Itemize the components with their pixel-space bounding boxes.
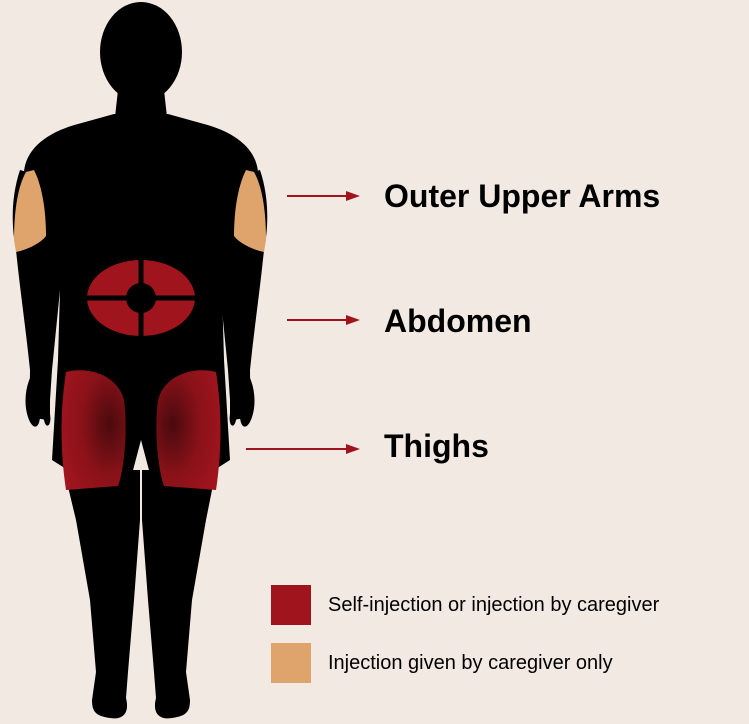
legend-swatch-self-injection <box>271 585 311 625</box>
left-thigh-site <box>62 370 126 490</box>
legend-swatch-caregiver-only <box>271 643 311 683</box>
right-leg <box>142 470 216 718</box>
right-hand <box>230 378 255 427</box>
head <box>100 2 182 102</box>
legend-label-caregiver-only: Injection given by caregiver only <box>328 652 613 675</box>
label-outer-upper-arms: Outer Upper Arms <box>384 180 660 212</box>
legend-label-self-injection: Self-injection or injection by caregiver <box>328 594 659 617</box>
arrow-arms <box>287 191 360 201</box>
label-abdomen: Abdomen <box>384 305 532 337</box>
legend-item-self-injection: Self-injection or injection by caregiver <box>271 585 659 625</box>
left-hand <box>26 378 51 427</box>
legend-item-caregiver-only: Injection given by caregiver only <box>271 643 613 683</box>
body-silhouette-figure <box>0 0 280 724</box>
arrow-abdomen <box>287 315 360 325</box>
body-silhouette <box>13 2 268 718</box>
left-leg <box>64 470 140 718</box>
label-thighs: Thighs <box>384 430 489 462</box>
right-thigh-site <box>156 370 220 490</box>
navel <box>126 283 156 313</box>
